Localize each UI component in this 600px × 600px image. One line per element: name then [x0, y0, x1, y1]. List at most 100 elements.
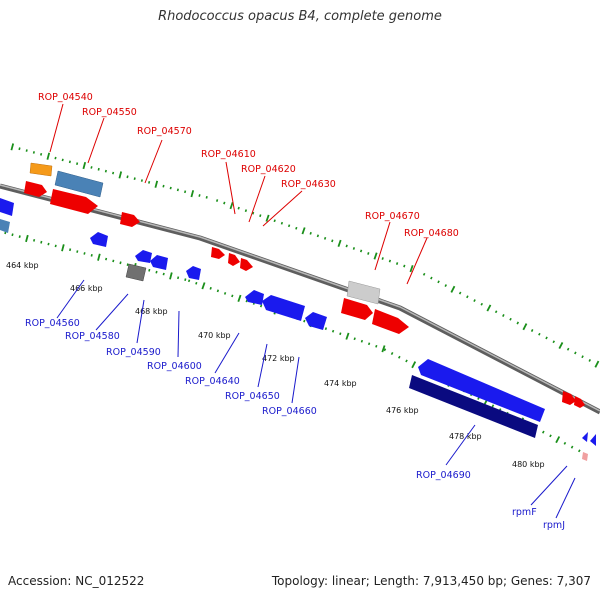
minor-tick [54, 156, 57, 160]
minor-tick [155, 270, 158, 274]
label-rop-04670[interactable]: ROP_04670 [365, 211, 420, 222]
minor-tick [251, 211, 255, 215]
label-rpmf[interactable]: rpmF [512, 507, 537, 518]
label-rop-04580[interactable]: ROP_04580 [65, 331, 120, 342]
minor-tick [570, 445, 574, 449]
gene-rop-04540[interactable] [29, 162, 53, 177]
label-rop-04540[interactable]: ROP_04540 [38, 92, 93, 103]
gene-rpmf[interactable] [582, 432, 588, 442]
major-tick [169, 272, 173, 280]
gene-rpmj[interactable] [590, 434, 596, 446]
label-rop-04660[interactable]: ROP_04660 [262, 406, 317, 417]
minor-tick [259, 214, 262, 218]
minor-tick [215, 199, 219, 202]
gene-rop-04610[interactable] [211, 247, 225, 259]
minor-tick [395, 262, 399, 265]
label-rop-04690[interactable]: ROP_04690 [416, 470, 471, 481]
minor-tick [563, 441, 567, 445]
minor-tick [4, 231, 7, 235]
gene-rop-04550[interactable] [54, 170, 104, 198]
genes [0, 162, 596, 461]
gene-reverse[interactable] [186, 266, 201, 280]
label-rpmj[interactable]: rpmJ [543, 520, 565, 531]
minor-tick [25, 149, 28, 152]
gene-rop-04670[interactable] [346, 280, 381, 305]
minor-tick [68, 160, 71, 164]
label-rop-04550[interactable]: ROP_04550 [82, 107, 137, 118]
gene-rop-04580[interactable] [135, 250, 152, 263]
map-title: Rhodococcus opacus B4, complete genome [158, 9, 442, 24]
gene-rop-04620[interactable] [228, 253, 240, 266]
gene-rop-04580b[interactable] [150, 255, 168, 270]
kbp-scale-labels: 464 kbp 466 kbp 468 kbp 470 kbp 472 kbp … [6, 261, 545, 469]
label-rop-04560[interactable]: ROP_04560 [25, 318, 80, 329]
gene-rop-04680[interactable] [372, 309, 409, 334]
minor-tick [280, 221, 284, 225]
minor-tick [444, 284, 448, 287]
minor-tick [360, 339, 364, 343]
label-rop-04640[interactable]: ROP_04640 [185, 376, 240, 387]
minor-tick [140, 179, 143, 182]
gene-rop-04590[interactable] [125, 263, 147, 282]
minor-tick [491, 404, 495, 408]
label-rop-04630[interactable]: ROP_04630 [281, 179, 336, 190]
gene-reverse[interactable] [0, 198, 14, 216]
minor-tick [126, 263, 129, 267]
major-tick [190, 190, 195, 198]
label-rop-04570[interactable]: ROP_04570 [137, 126, 192, 137]
minor-tick [588, 359, 592, 362]
gene-forward[interactable] [574, 396, 585, 408]
minor-tick [112, 171, 115, 175]
label-rop-04610[interactable]: ROP_04610 [201, 149, 256, 160]
minor-tick [367, 252, 370, 255]
kbp-label: 480 kbp [512, 460, 545, 469]
label-rop-04620[interactable]: ROP_04620 [241, 164, 296, 175]
kbp-label: 478 kbp [449, 432, 482, 441]
minor-tick [18, 147, 21, 151]
gene-forward[interactable] [24, 181, 47, 197]
gene-rop-04570[interactable] [50, 189, 98, 214]
minor-tick [133, 177, 136, 181]
minor-tick [509, 317, 512, 321]
minor-tick [216, 289, 220, 293]
gene-forward[interactable] [341, 298, 373, 320]
gene-rop-04660[interactable] [305, 312, 327, 330]
gene-forward[interactable] [120, 212, 140, 227]
minor-tick [430, 276, 433, 280]
minor-tick [244, 209, 248, 213]
major-tick [486, 304, 492, 312]
minor-tick [119, 261, 122, 265]
minor-tick [403, 264, 406, 268]
minor-tick [530, 329, 534, 332]
major-tick [345, 332, 350, 340]
gene-rop-04650[interactable] [262, 295, 305, 321]
gene-pink[interactable] [582, 452, 588, 461]
gene-rop-04690[interactable] [418, 359, 545, 422]
gene-rop-04560[interactable] [90, 232, 108, 247]
minor-tick [18, 235, 21, 238]
minor-tick [405, 359, 408, 363]
minor-tick [502, 314, 505, 317]
minor-tick [104, 169, 107, 173]
label-rop-04650[interactable]: ROP_04650 [225, 391, 280, 402]
major-tick [450, 285, 456, 293]
minor-tick [437, 280, 440, 284]
minor-tick [331, 239, 334, 243]
minor-tick [375, 344, 378, 348]
major-tick [97, 253, 101, 261]
gene-rop-04640[interactable] [245, 290, 264, 305]
minor-tick [549, 434, 552, 438]
label-rop-04680[interactable]: ROP_04680 [404, 228, 459, 239]
gene-forward[interactable] [562, 391, 576, 405]
label-rop-04600[interactable]: ROP_04600 [147, 361, 202, 372]
gene-rop-04630[interactable] [240, 258, 253, 271]
major-tick [558, 341, 564, 350]
gene-reverse-dark[interactable] [409, 375, 538, 438]
upper-tick-track [10, 143, 600, 368]
minor-tick [367, 342, 371, 346]
gene-reverse[interactable] [0, 219, 10, 233]
major-tick [10, 143, 15, 151]
minor-tick [76, 162, 79, 166]
label-rop-04590[interactable]: ROP_04590 [106, 347, 161, 358]
kbp-label: 468 kbp [135, 307, 168, 316]
